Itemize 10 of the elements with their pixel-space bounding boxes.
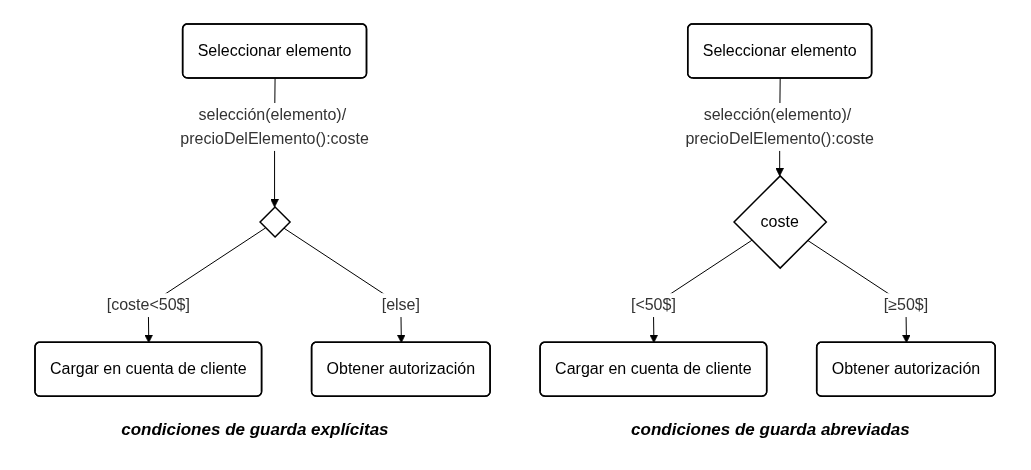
node-diamond: coste bbox=[733, 174, 828, 270]
edge-label: [<50$] bbox=[631, 296, 677, 314]
edge-label: selección(elemento)/ precioDelElemento():coste bbox=[685, 105, 875, 147]
caption-text: condiciones de guarda abreviadas bbox=[631, 420, 910, 440]
edge-label: [coste<50$] bbox=[107, 296, 191, 314]
node-diamond bbox=[259, 205, 292, 239]
caption-text: condiciones de guarda explícitas bbox=[121, 420, 389, 440]
edge-label: selección(elemento)/ precioDelElemento():coste bbox=[180, 105, 370, 147]
edge-label: [≥50$] bbox=[884, 296, 929, 314]
edge-label: [else] bbox=[382, 296, 421, 314]
